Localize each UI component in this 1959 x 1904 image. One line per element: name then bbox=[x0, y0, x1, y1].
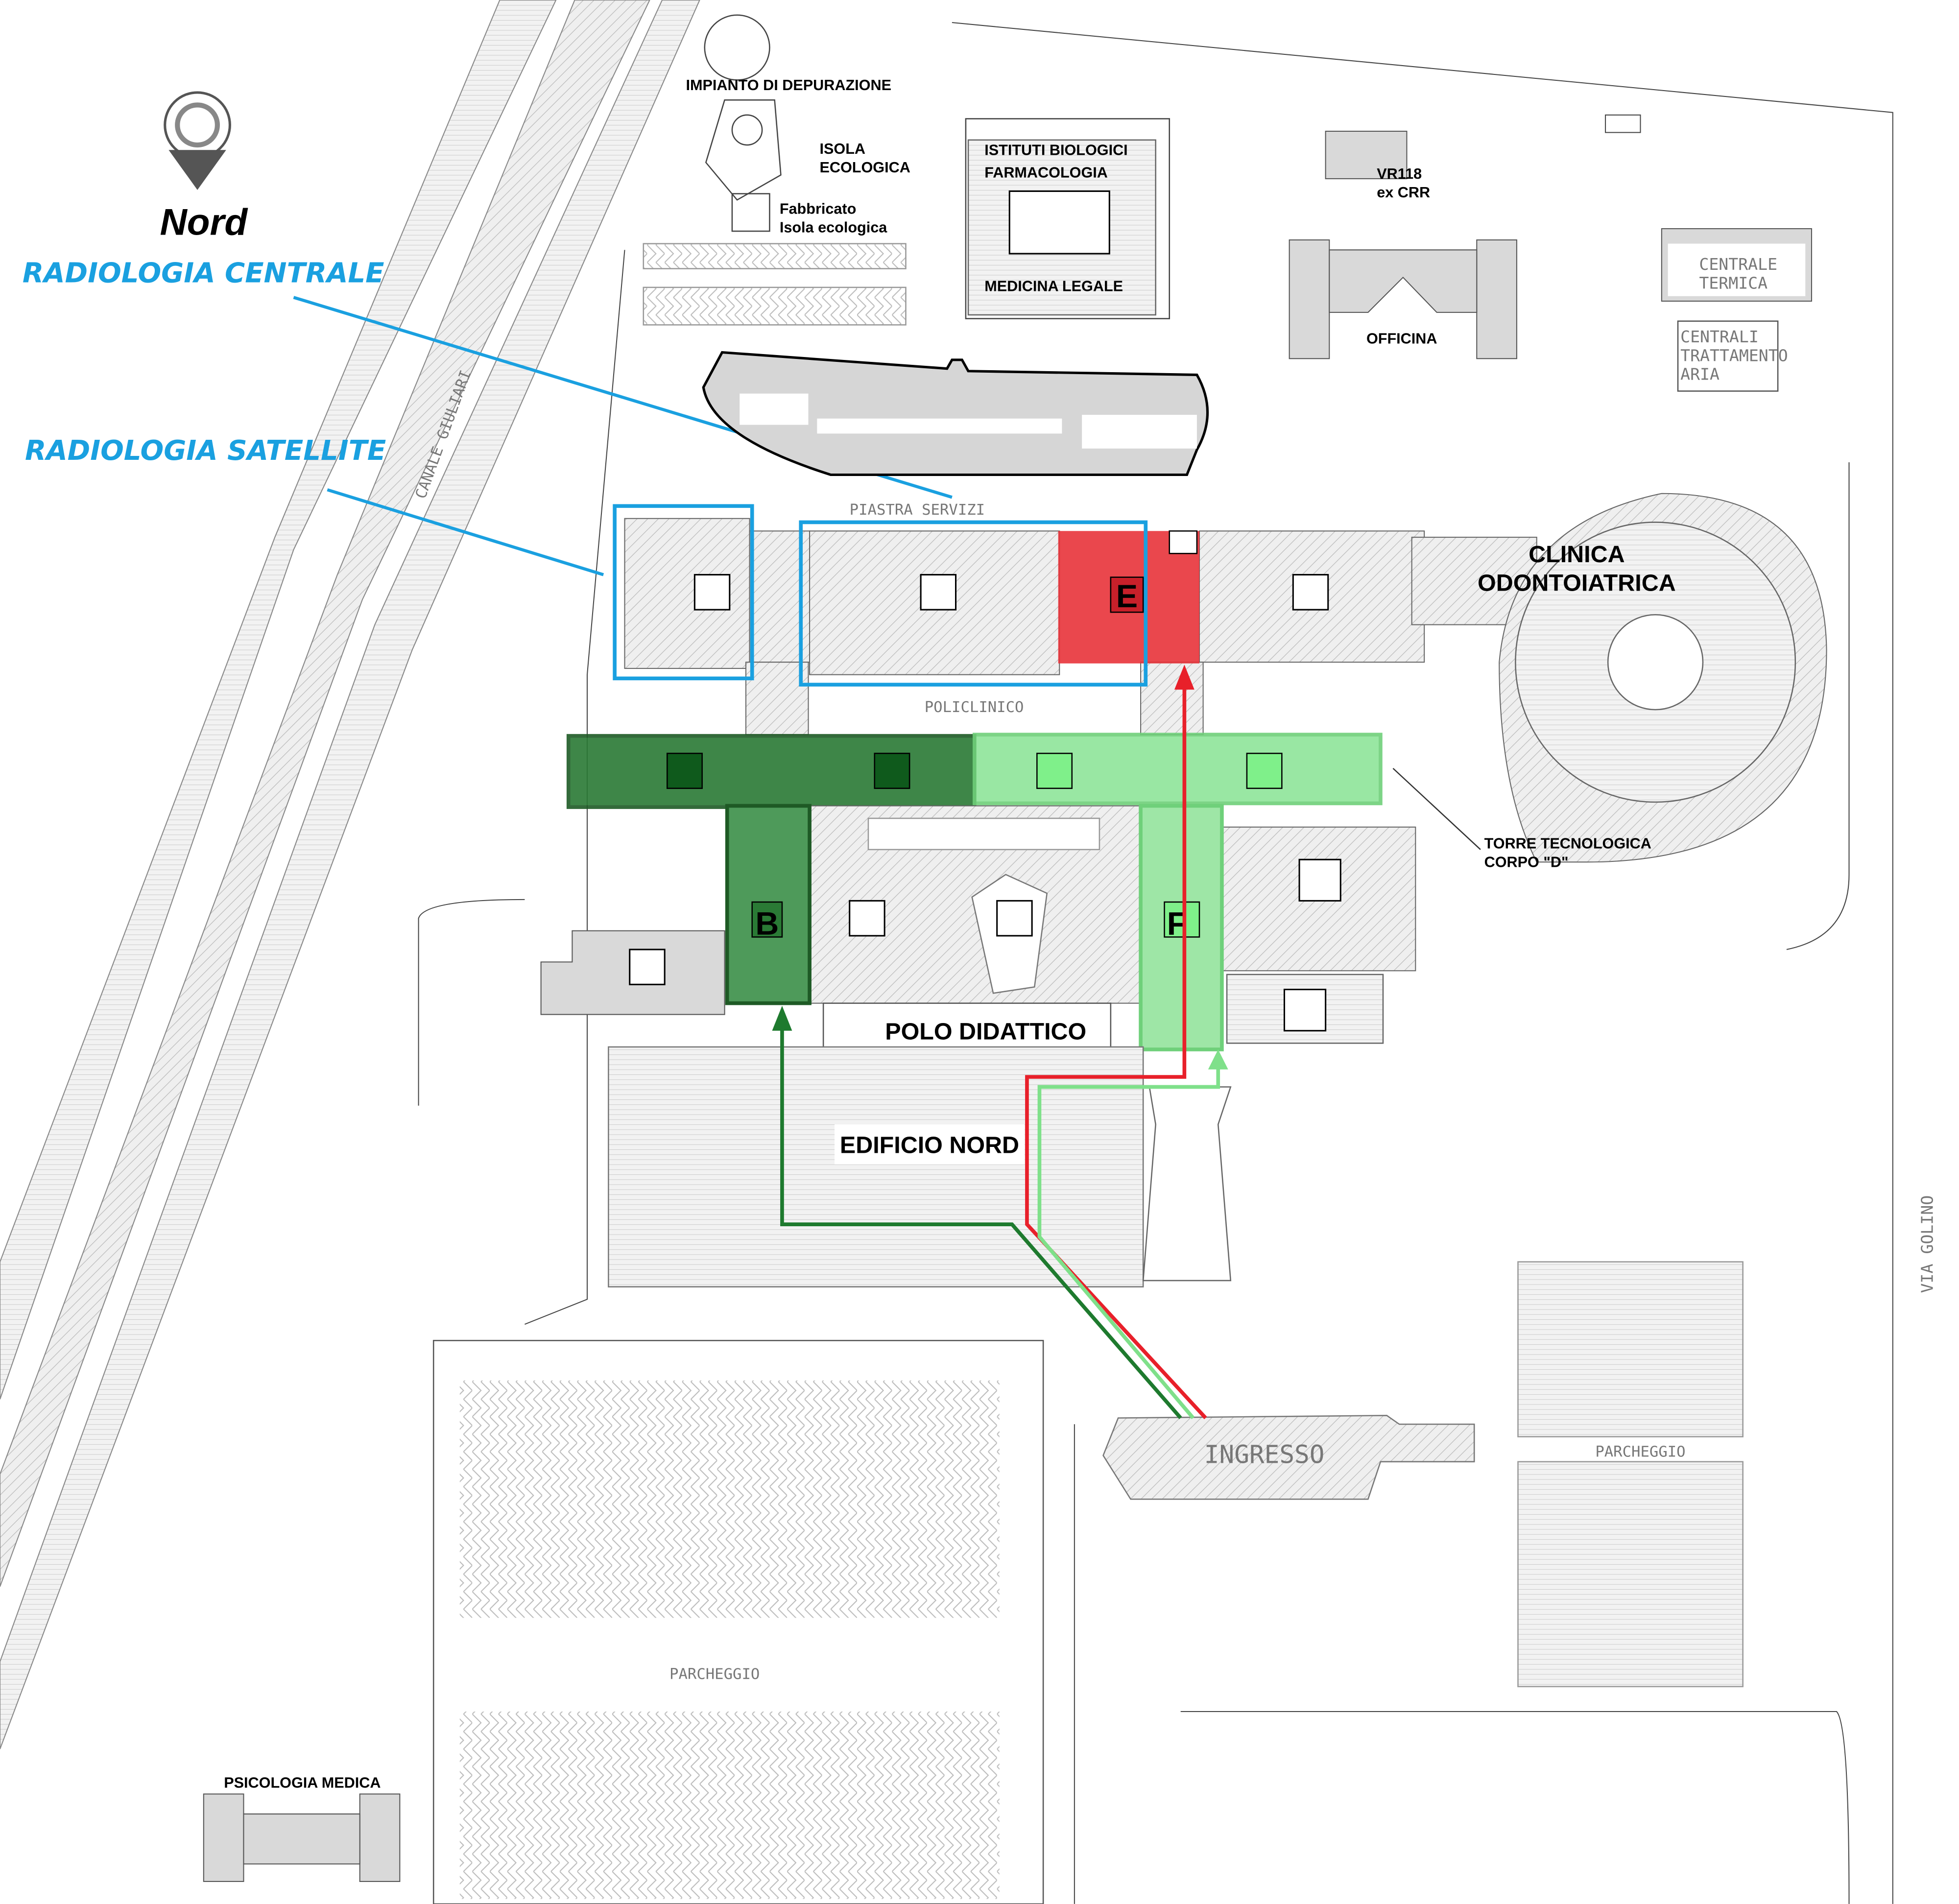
central-buildings bbox=[540, 805, 1416, 1044]
svg-text:CORPO "D": CORPO "D" bbox=[1484, 854, 1569, 871]
svg-text:MEDICINA LEGALE: MEDICINA LEGALE bbox=[984, 278, 1123, 295]
svg-text:Isola ecologica: Isola ecologica bbox=[780, 219, 887, 236]
block-e-label: E bbox=[1116, 578, 1138, 615]
block-f[interactable]: F bbox=[1139, 804, 1224, 1051]
svg-text:CENTRALI: CENTRALI bbox=[1680, 327, 1759, 346]
canal: CANALE GIULIARI bbox=[0, 0, 700, 1749]
officina[interactable]: OFFICINA bbox=[1289, 239, 1517, 359]
svg-text:CLINICA: CLINICA bbox=[1529, 541, 1625, 568]
parcheggio-left[interactable]: PARCHEGGIO bbox=[432, 1340, 1044, 1904]
centrali-trattamento-aria[interactable]: CENTRALI TRATTAMENTO ARIA bbox=[1677, 320, 1788, 392]
svg-text:PSICOLOGIA MEDICA: PSICOLOGIA MEDICA bbox=[224, 1775, 381, 1791]
svg-text:ISTITUTI BIOLOGICI: ISTITUTI BIOLOGICI bbox=[984, 142, 1127, 158]
ingresso[interactable]: INGRESSO bbox=[1102, 1415, 1475, 1500]
svg-text:FARMACOLOGIA: FARMACOLOGIA bbox=[984, 164, 1108, 181]
piastra-servizi[interactable]: PIASTRA SERVIZI bbox=[702, 351, 1209, 519]
svg-text:POLO DIDATTICO: POLO DIDATTICO bbox=[885, 1019, 1086, 1045]
svg-text:POLICLINICO: POLICLINICO bbox=[925, 699, 1024, 716]
radiologia-satellite-area[interactable] bbox=[613, 504, 754, 681]
green-corridor[interactable] bbox=[566, 733, 1383, 809]
arrow-up-icon bbox=[1174, 665, 1195, 690]
clinica-odontoiatrica[interactable]: CLINICA ODONTOIATRICA bbox=[1478, 493, 1827, 863]
svg-text:ex CRR: ex CRR bbox=[1377, 184, 1430, 201]
radiologia-centrale-area[interactable] bbox=[799, 520, 1148, 687]
north-compass: Nord bbox=[160, 91, 249, 243]
svg-text:ECOLOGICA: ECOLOGICA bbox=[819, 159, 910, 176]
svg-text:EDIFICIO NORD: EDIFICIO NORD bbox=[840, 1132, 1019, 1159]
svg-text:OFFICINA: OFFICINA bbox=[1366, 331, 1437, 347]
torre-tecnologica[interactable]: TORRE TECNOLOGICA CORPO "D" bbox=[1392, 768, 1651, 871]
compass-label: Nord bbox=[160, 202, 249, 243]
svg-text:ODONTOIATRICA: ODONTOIATRICA bbox=[1478, 570, 1676, 596]
arrow-up-icon bbox=[772, 1005, 792, 1031]
svg-text:VR118: VR118 bbox=[1377, 166, 1422, 182]
vr118[interactable]: VR118 ex CRR bbox=[1325, 130, 1430, 201]
radiologia-satellite-leader bbox=[327, 488, 604, 576]
svg-text:INGRESSO: INGRESSO bbox=[1204, 1440, 1325, 1469]
centrale-termica[interactable]: CENTRALE TERMICA bbox=[1661, 228, 1812, 302]
svg-text:CENTRALE: CENTRALE bbox=[1699, 255, 1777, 274]
svg-text:IMPIANTO DI DEPURAZIONE: IMPIANTO DI DEPURAZIONE bbox=[686, 77, 892, 94]
edificio-nord[interactable]: EDIFICIO NORD bbox=[608, 1046, 1232, 1287]
svg-text:TRATTAMENTO: TRATTAMENTO bbox=[1680, 346, 1788, 365]
impianto-depurazione[interactable]: IMPIANTO DI DEPURAZIONE ISOLA ECOLOGICA … bbox=[643, 14, 910, 326]
svg-text:TERMICA: TERMICA bbox=[1699, 273, 1768, 292]
block-b[interactable]: B bbox=[725, 804, 812, 1005]
svg-text:PIASTRA SERVIZI: PIASTRA SERVIZI bbox=[850, 501, 985, 519]
svg-text:ARIA: ARIA bbox=[1680, 365, 1720, 384]
radiologia-satellite-label: RADIOLOGIA SATELLITE bbox=[25, 435, 386, 467]
routes bbox=[772, 665, 1228, 1420]
block-e[interactable]: E bbox=[1058, 530, 1199, 664]
policlinico[interactable]: POLICLINICO bbox=[624, 518, 1537, 736]
psicologia-medica[interactable]: PSICOLOGIA MEDICA bbox=[203, 1775, 401, 1882]
block-b-label: B bbox=[755, 905, 779, 942]
svg-text:PARCHEGGIO: PARCHEGGIO bbox=[669, 1666, 760, 1683]
route-dark-green bbox=[780, 1024, 1182, 1420]
svg-text:Fabbricato: Fabbricato bbox=[780, 200, 856, 217]
radiologia-centrale-label: RADIOLOGIA CENTRALE bbox=[23, 258, 384, 289]
route-light-green bbox=[1037, 1064, 1220, 1420]
via-golino-label: VIA GOLINO bbox=[1917, 1195, 1936, 1293]
parcheggio-right[interactable]: PARCHEGGIO bbox=[1517, 1261, 1744, 1688]
compass-icon bbox=[164, 91, 231, 190]
route-red bbox=[1025, 685, 1207, 1420]
svg-text:PARCHEGGIO: PARCHEGGIO bbox=[1595, 1444, 1685, 1461]
arrow-up-icon bbox=[1208, 1049, 1228, 1070]
istituti-biologici[interactable]: ISTITUTI BIOLOGICI FARMACOLOGIA MEDICINA… bbox=[965, 118, 1171, 319]
svg-text:TORRE TECNOLOGICA: TORRE TECNOLOGICA bbox=[1484, 835, 1651, 852]
svg-text:ISOLA: ISOLA bbox=[819, 141, 865, 157]
